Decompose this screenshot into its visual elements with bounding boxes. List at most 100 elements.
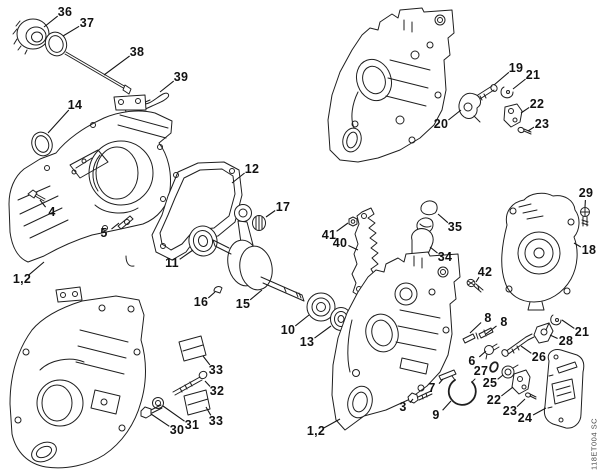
leader-line-6 [478, 350, 487, 358]
part-number-6: 6 [468, 353, 476, 368]
nut-part-41 [348, 216, 358, 227]
leader-line-17 [265, 210, 276, 218]
part-number-21: 21 [525, 67, 541, 82]
screw-part-4 [27, 189, 46, 202]
part-number-38: 38 [129, 44, 145, 59]
leader-line-4 [39, 199, 47, 208]
buffer-part-33a [178, 335, 207, 362]
screw-part-30 [140, 404, 163, 419]
part-number-12: 12 [244, 161, 260, 176]
crankcase-half-bottom-left [9, 286, 146, 469]
part-number-22: 22 [529, 96, 545, 111]
oil-cap-part [12, 18, 50, 55]
oil-hose-part-26 [501, 333, 535, 357]
leader-line-41 [336, 222, 349, 232]
part-number-22: 22 [486, 392, 502, 407]
leader-line-32 [204, 380, 211, 387]
part-number-40: 40 [332, 235, 348, 250]
screw-part-3 [407, 390, 433, 404]
part-number-27: 27 [473, 363, 489, 378]
part-number-8: 8 [484, 310, 492, 325]
part-number-13: 13 [299, 334, 315, 349]
leader-line-23 [516, 398, 526, 407]
leader-line-25 [497, 374, 504, 380]
clip-part-21b [550, 314, 562, 326]
watermark-text: 118ET004 SC [589, 417, 599, 471]
part-number-30: 30 [169, 422, 185, 437]
leader-line-11 [179, 249, 194, 260]
screw-part-23 [517, 126, 532, 135]
washer-part-31 [152, 397, 164, 409]
screw-part-29 [580, 207, 590, 227]
leader-line-37 [62, 25, 80, 37]
gasket-part [151, 161, 243, 261]
o-ring-part-27 [489, 361, 499, 373]
leader-line-9 [442, 400, 452, 411]
part-number-14: 14 [67, 97, 83, 112]
elbow-part-6 [484, 343, 500, 360]
part-number-24: 24 [517, 410, 533, 425]
clip-part-21 [500, 86, 514, 99]
leader-line-8 [485, 325, 497, 335]
screw-part-42 [466, 278, 484, 293]
part-number-16: 16 [193, 294, 209, 309]
clip-part-28 [533, 322, 554, 344]
part-number-10: 10 [280, 322, 296, 337]
part-number-36: 36 [57, 4, 73, 19]
part-number-7: 7 [428, 380, 436, 395]
bracket-part-22 [503, 103, 523, 128]
part-number-23: 23 [502, 403, 518, 418]
leader-line-34 [429, 246, 438, 254]
leader-line-18 [573, 242, 582, 248]
part-number-4: 4 [48, 204, 56, 219]
leader-line-14 [47, 109, 70, 134]
leader-line-21 [512, 78, 526, 90]
leader-line-27 [489, 366, 492, 369]
screw-part-23b [525, 392, 537, 400]
sealing-ring-part [44, 31, 68, 57]
part-number-1-2: 1,2 [306, 423, 326, 438]
part-number-41: 41 [321, 227, 337, 242]
leader-line-1-2 [323, 418, 341, 429]
part-number-20: 20 [433, 116, 449, 131]
leader-line-22 [520, 106, 530, 114]
leader-line-21 [561, 319, 575, 329]
part-number-35: 35 [447, 219, 463, 234]
dowel-pin-part-5 [117, 215, 134, 230]
leader-line-1-2 [28, 261, 45, 276]
part-number-5: 5 [100, 225, 108, 240]
leader-line-20 [448, 109, 462, 121]
leader-line-5 [111, 222, 120, 230]
leader-line-42 [475, 276, 480, 283]
leader-line-33 [202, 355, 211, 366]
leader-line-13 [314, 325, 332, 339]
part-number-8: 8 [500, 314, 508, 329]
pin-part-7 [438, 369, 457, 381]
woodruff-key-part-16 [213, 286, 223, 294]
leader-line-33 [205, 406, 212, 416]
grommet-part-25 [501, 364, 519, 379]
tensioner-part-20 [458, 92, 482, 123]
leader-line-40 [348, 245, 359, 251]
crankshaft-part [212, 204, 305, 302]
fan-housing-part [501, 192, 580, 311]
leader-line-8 [469, 322, 482, 334]
leader-line-10 [294, 314, 310, 327]
part-number-9: 9 [432, 407, 440, 422]
leader-line-19 [493, 71, 510, 86]
leader-line-26 [520, 345, 532, 354]
part-number-21: 21 [574, 324, 590, 339]
leader-line-24 [532, 407, 547, 416]
crankcase-half-flywheel-side [327, 7, 455, 163]
crankcase-half-bottom-right [331, 251, 461, 431]
buffer-part-33b [183, 389, 211, 416]
cover-plate-part-24 [543, 349, 585, 429]
leader-line-7 [438, 378, 444, 384]
leader-line-23 [527, 126, 535, 132]
part-number-34: 34 [437, 249, 453, 264]
leader-line-36 [43, 15, 59, 28]
part-number-17: 17 [275, 199, 291, 214]
leader-line-30 [150, 413, 170, 427]
part-number-32: 32 [209, 383, 225, 398]
